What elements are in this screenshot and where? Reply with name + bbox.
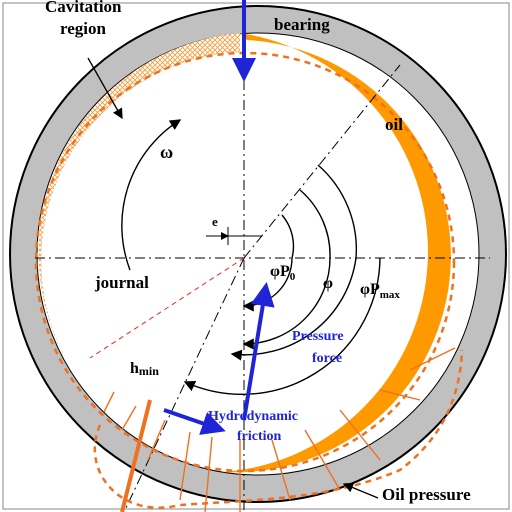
oil-pressure-pointer	[342, 482, 379, 499]
phi-p0-subscript: 0	[290, 271, 296, 283]
h-min-subscript: min	[139, 364, 159, 378]
phi-label: φ	[323, 275, 333, 292]
cavitation-pointer	[87, 57, 123, 120]
pressure-lines	[103, 347, 456, 512]
load-line-lower	[124, 257, 245, 511]
pressure-force-label-line2: force	[312, 351, 342, 366]
pressure-force-label-line1: Pressure	[292, 329, 344, 344]
e-label: e	[212, 214, 218, 229]
phi-pmax-label: φPmax	[360, 281, 400, 301]
phi-arc	[242, 189, 331, 350]
bearing-label: bearing	[274, 15, 330, 34]
red-dashed-line	[89, 257, 245, 359]
hydrodynamic-friction-arrow	[163, 408, 226, 435]
hydrodynamic-label-line1: Hydrodynamic	[208, 409, 298, 424]
phi-pmax-text: φP	[360, 281, 380, 298]
journal-label: journal	[94, 273, 149, 292]
phi-p0-label: φP0	[270, 263, 296, 283]
phi-pmax-subscript: max	[380, 289, 401, 301]
hydrodynamic-label-line2: friction	[237, 429, 282, 444]
oil-pressure-label: Oil pressure	[382, 485, 471, 504]
h-min-arc	[183, 257, 381, 396]
phi-pmax-arc	[230, 164, 358, 361]
max-pressure-arrow	[120, 399, 152, 512]
omega-label: ω	[160, 142, 173, 162]
oil-label: oil	[385, 115, 403, 134]
cavitation-label-line1: Cavitation	[45, 0, 122, 16]
load-line-upper	[243, 64, 401, 259]
phi-p0-text: φP	[270, 263, 290, 280]
cavitation-region	[38, 33, 240, 410]
cavitation-label-line2: region	[60, 19, 107, 38]
h-min-label: hmin	[130, 360, 159, 378]
pressure-force-arrow	[242, 282, 275, 421]
oil-pressure-curve	[93, 349, 464, 509]
omega-arc	[121, 119, 182, 271]
h-min-text: h	[130, 360, 139, 377]
